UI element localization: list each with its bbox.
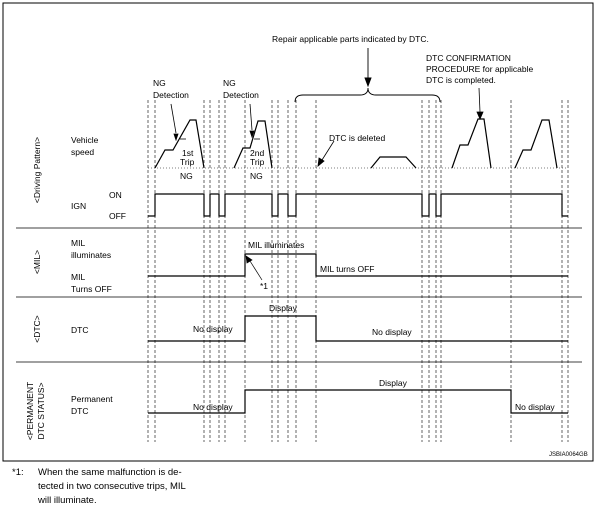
mil-note-ref: *1: [260, 281, 268, 291]
vehicle-speed-label-2: speed: [71, 147, 94, 157]
trip1-label: 1st: [182, 148, 194, 158]
footnote-line-1: When the same malfunction is de-: [38, 467, 182, 478]
permanent-dtc-trace: [148, 389, 568, 414]
permanent-dtc-label: Permanent: [71, 394, 113, 404]
ign-label: IGN: [71, 201, 86, 211]
ng-detection-arrows: [170, 103, 255, 142]
repair-arrow: [364, 48, 372, 88]
ng-detection-1: NG: [153, 78, 166, 88]
ng-detection-1-2: Detection: [153, 90, 189, 100]
trip1-label-2: Trip: [180, 157, 195, 167]
driving-pattern-section-label: <Driving Pattern>: [32, 137, 42, 203]
dtc-no-display-1: No display: [193, 324, 233, 334]
dtc-confirmation-note: DTC CONFIRMATION: [426, 53, 511, 63]
dtc-no-display-2: No display: [372, 327, 412, 337]
mil-state-illuminates: MIL illuminates: [248, 240, 304, 250]
diagram-frame: [2, 2, 594, 462]
dtc-display: Display: [269, 303, 298, 313]
mil-illuminates-label: MIL: [71, 238, 85, 248]
permanent-no-display-2: No display: [515, 402, 555, 412]
dtc-trace: [148, 315, 568, 342]
figure-code: JSBIA0064GB: [549, 452, 588, 458]
ng-detection-2-2: Detection: [223, 90, 259, 100]
dtc-confirmation-arrow: [476, 87, 484, 121]
permanent-no-display-1: No display: [193, 402, 233, 412]
footnote-marker: *1:: [12, 467, 24, 478]
dtc-section-label: <DTC>: [32, 315, 42, 342]
permanent-display: Display: [379, 378, 408, 388]
trip2-label: 2nd: [250, 148, 264, 158]
permanent-dtc-section-label: <PERMANENT: [25, 382, 35, 440]
permanent-dtc-section-label-2: DTC STATUS>: [36, 382, 46, 439]
ign-trace: [148, 193, 568, 217]
footnote-line-3: will illuminate.: [37, 495, 97, 506]
mil-turns-off-label-2: Turns OFF: [71, 284, 112, 294]
section-dividers: [16, 227, 582, 363]
ng-detection-2: NG: [223, 78, 236, 88]
dtc-deleted-label: DTC is deleted: [329, 133, 385, 143]
repair-brace: [294, 87, 441, 103]
mil-illuminates-label-2: illuminates: [71, 250, 111, 260]
vehicle-speed-label: Vehicle: [71, 135, 99, 145]
trip2-label-3: NG: [250, 171, 263, 181]
permanent-dtc-label-2: DTC: [71, 406, 88, 416]
trip2-label-2: Trip: [250, 157, 265, 167]
dtc-row-label: DTC: [71, 325, 88, 335]
mil-section-label: <MIL>: [32, 250, 42, 274]
footnote-line-2: tected in two consecutive trips, MIL: [38, 481, 186, 492]
trip1-label-3: NG: [180, 171, 193, 181]
dtc-confirmation-note-2: PROCEDURE for applicable: [426, 64, 534, 74]
dtc-confirmation-note-3: DTC is completed.: [426, 75, 496, 85]
ign-off-label: OFF: [109, 211, 126, 221]
mil-note-arrow: [245, 255, 263, 281]
mil-turns-off-label: MIL: [71, 272, 85, 282]
repair-note: Repair applicable parts indicated by DTC…: [272, 34, 429, 44]
mil-trace: [148, 253, 568, 277]
ign-on-label: ON: [109, 190, 122, 200]
vehicle-speed-trace: [154, 118, 558, 169]
event-lines: [147, 100, 569, 442]
mil-state-turns-off: MIL turns OFF: [320, 264, 374, 274]
dtc-deleted-arrow: [317, 140, 335, 167]
